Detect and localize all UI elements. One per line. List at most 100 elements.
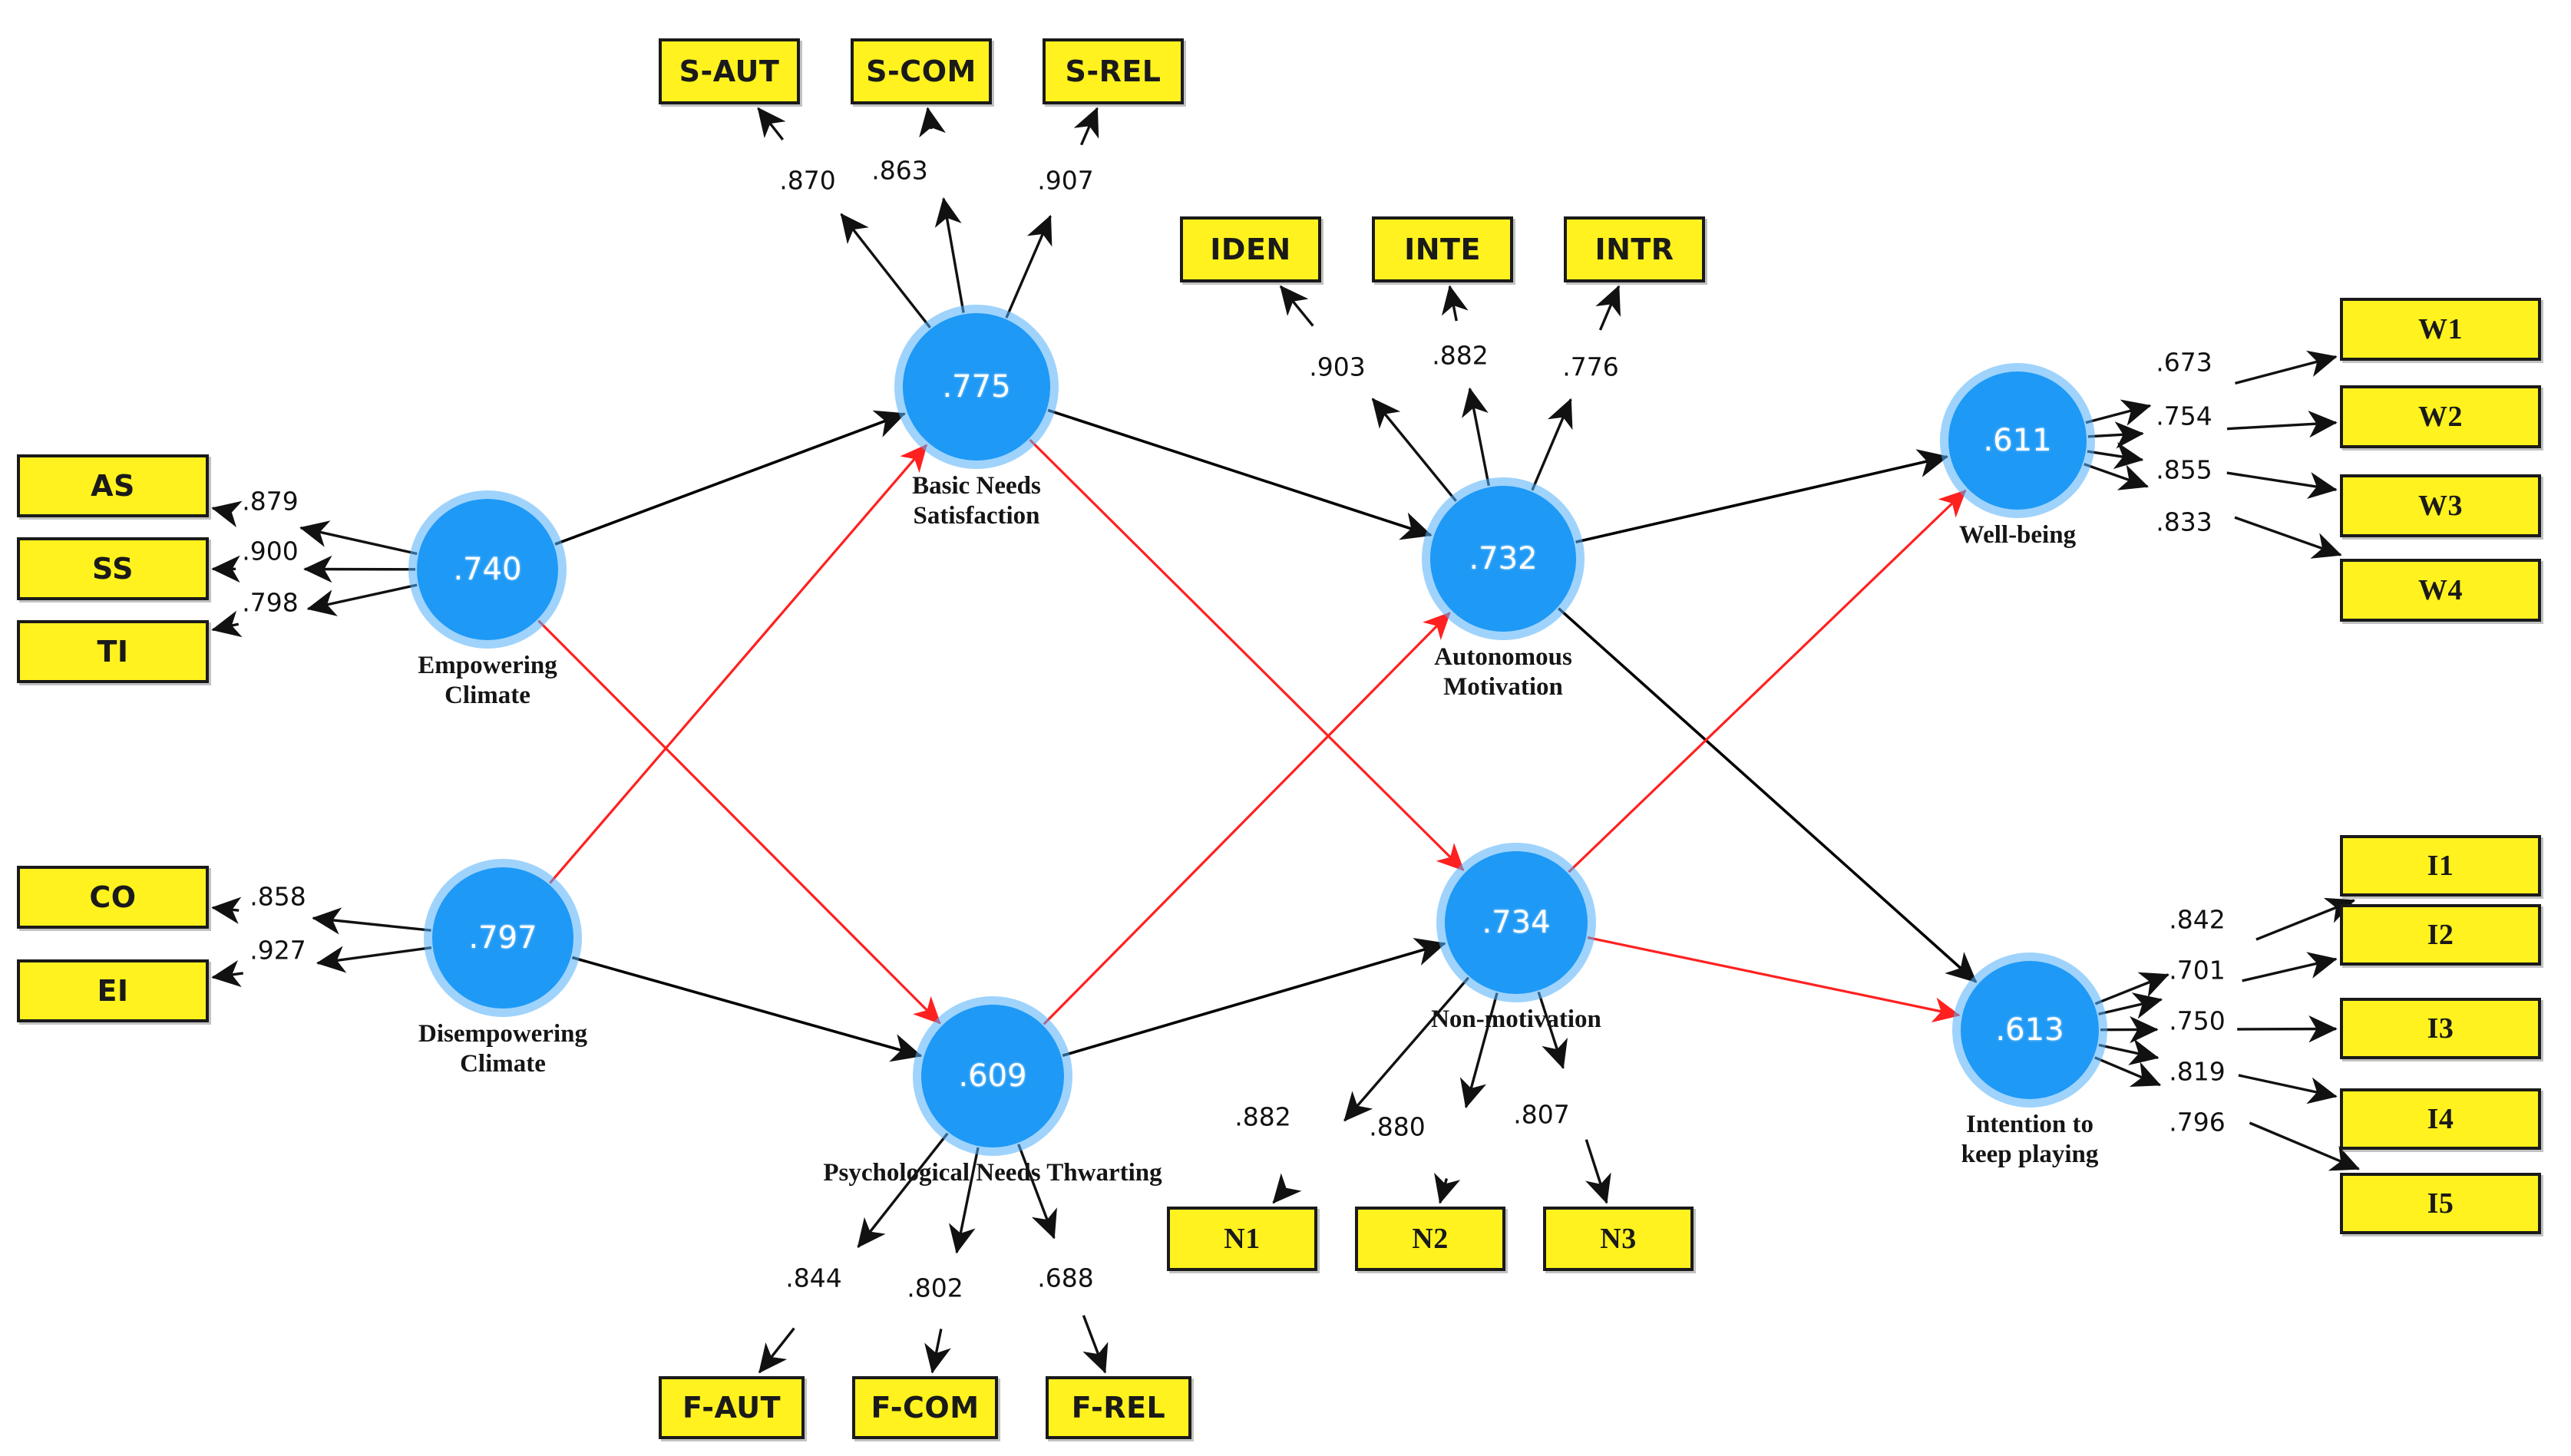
indicator-box-f-aut[interactable]: F-AUT	[659, 1376, 805, 1439]
loading-path-l-ei-seg1	[316, 946, 432, 973]
latent-circle-intention[interactable]: .613	[1961, 961, 2099, 1099]
loading-path-l-i5-seg1	[2094, 1056, 2162, 1088]
structural-path-p-am-wb	[1575, 449, 1949, 544]
latent-label-nonmot: Non-motivation	[1431, 1005, 1601, 1033]
latent-circle-nonmot[interactable]: .734	[1445, 851, 1588, 994]
loading-value-l-iden: .903	[1309, 352, 1366, 382]
indicator-box-ti[interactable]: TI	[17, 620, 209, 683]
loading-path-l-co-seg1	[312, 907, 431, 935]
loading-path-l-w3	[2226, 471, 2338, 500]
loading-value-l-fcom: .802	[907, 1273, 963, 1303]
indicator-box-w2[interactable]: W2	[2340, 385, 2541, 448]
indicator-box-i3[interactable]: I3	[2340, 998, 2541, 1059]
indicator-label: W3	[2418, 490, 2463, 522]
indicator-box-ss[interactable]: SS	[17, 537, 209, 600]
indicator-box-i1[interactable]: I1	[2340, 835, 2541, 896]
loading-path-l-n1-seg1	[1343, 976, 1470, 1122]
loading-path-l-i4	[2238, 1074, 2338, 1104]
loading-path-l-n2-seg1	[1459, 992, 1499, 1109]
indicator-box-s-com[interactable]: S-COM	[851, 38, 992, 104]
indicator-label: SS	[91, 552, 134, 586]
loading-path-l-iden-seg1	[1371, 398, 1457, 502]
indicator-box-s-aut[interactable]: S-AUT	[659, 38, 800, 104]
indicator-box-iden[interactable]: IDEN	[1180, 216, 1321, 282]
latent-circle-wellbeing[interactable]: .611	[1948, 371, 2087, 510]
indicator-label: F-COM	[871, 1391, 980, 1425]
latent-circle-pnt[interactable]: .609	[921, 1005, 1064, 1147]
indicator-box-n3[interactable]: N3	[1543, 1207, 1694, 1271]
loading-path-l-inte	[1441, 285, 1469, 322]
indicator-box-w1[interactable]: W1	[2340, 298, 2541, 361]
latent-r2-value: .775	[942, 369, 1011, 404]
loading-path-l-w1	[2235, 350, 2338, 385]
indicator-box-as[interactable]: AS	[17, 454, 209, 517]
loading-path-l-n2	[1434, 1172, 1461, 1204]
structural-path-p-bns-nm	[1029, 438, 1465, 871]
indicator-box-n1[interactable]: N1	[1167, 1207, 1317, 1271]
structural-path-p-emp-pnt	[537, 619, 941, 1025]
loading-value-l-srel: .907	[1037, 165, 1094, 196]
indicator-box-w3[interactable]: W3	[2340, 474, 2541, 537]
loading-value-l-inte: .882	[1432, 340, 1489, 371]
indicator-box-f-rel[interactable]: F-REL	[1046, 1376, 1191, 1439]
latent-r2-value: .797	[468, 920, 537, 956]
loading-value-l-ti: .798	[242, 587, 299, 618]
loading-path-l-i1-seg1	[2094, 972, 2169, 1005]
loading-path-l-w4-seg1	[2084, 463, 2149, 490]
latent-circle-empowering[interactable]: .740	[417, 499, 558, 640]
structural-path-p-dis-bns	[549, 444, 928, 884]
loading-path-l-w1-seg1	[2085, 399, 2152, 426]
structural-path-p-bns-am	[1047, 408, 1433, 540]
structural-path-p-am-int	[1558, 607, 1978, 983]
indicator-label: N1	[1224, 1223, 1261, 1255]
structural-path-p-nm-int	[1587, 936, 1961, 1023]
loading-path-l-i1	[2255, 897, 2356, 941]
indicator-box-w4[interactable]: W4	[2340, 559, 2541, 622]
indicator-label: IDEN	[1210, 233, 1291, 266]
loading-path-l-co	[211, 896, 242, 924]
loading-value-l-i1: .842	[2169, 904, 2226, 935]
indicator-label: INTR	[1594, 233, 1674, 266]
indicator-box-f-com[interactable]: F-COM	[852, 1376, 998, 1439]
latent-r2-value: .740	[453, 552, 522, 587]
indicator-box-n2[interactable]: N2	[1355, 1207, 1505, 1271]
indicator-label: W4	[2418, 574, 2463, 606]
indicator-box-i5[interactable]: I5	[2340, 1173, 2541, 1234]
indicator-label: S-AUT	[679, 54, 780, 88]
latent-r2-value: .732	[1469, 541, 1538, 576]
indicator-box-i4[interactable]: I4	[2340, 1088, 2541, 1150]
loading-value-l-i3: .750	[2169, 1005, 2226, 1036]
loading-value-l-w3: .855	[2156, 454, 2212, 485]
indicator-label: TI	[97, 635, 129, 669]
latent-circle-disempowering[interactable]: .797	[432, 867, 573, 1009]
latent-circle-automot[interactable]: .732	[1430, 486, 1576, 632]
indicator-label: CO	[89, 880, 137, 914]
indicator-label: I5	[2427, 1187, 2454, 1220]
loading-path-l-w2	[2226, 411, 2338, 438]
loading-value-l-n1: .882	[1234, 1101, 1291, 1132]
indicator-label: F-AUT	[682, 1391, 782, 1425]
loading-path-l-fcom	[924, 1329, 951, 1374]
indicator-box-intr[interactable]: INTR	[1564, 216, 1705, 282]
latent-r2-value: .613	[1995, 1012, 2064, 1048]
loading-value-l-n2: .880	[1369, 1111, 1426, 1142]
loading-path-l-frel	[1082, 1315, 1109, 1374]
structural-path-p-dis-pnt	[571, 956, 923, 1062]
indicator-box-s-rel[interactable]: S-REL	[1043, 38, 1184, 104]
indicator-label: N2	[1412, 1223, 1449, 1255]
loading-path-l-srel	[1073, 107, 1099, 146]
indicator-box-inte[interactable]: INTE	[1372, 216, 1513, 282]
indicator-box-co[interactable]: CO	[17, 866, 209, 929]
latent-circle-bns[interactable]: .775	[903, 313, 1050, 461]
loading-path-l-ti	[211, 610, 243, 638]
structural-path-p-pnt-nm	[1062, 937, 1446, 1057]
indicator-label: EI	[97, 974, 129, 1008]
loading-value-l-intr: .776	[1562, 352, 1619, 382]
indicator-box-i2[interactable]: I2	[2340, 904, 2541, 966]
indicator-box-ei[interactable]: EI	[17, 959, 209, 1022]
loading-path-l-intr-seg1	[1531, 398, 1573, 491]
loading-path-l-saut-seg1	[840, 213, 931, 329]
loading-value-l-w2: .754	[2156, 401, 2212, 431]
loading-path-l-n3-seg1	[1537, 991, 1568, 1069]
